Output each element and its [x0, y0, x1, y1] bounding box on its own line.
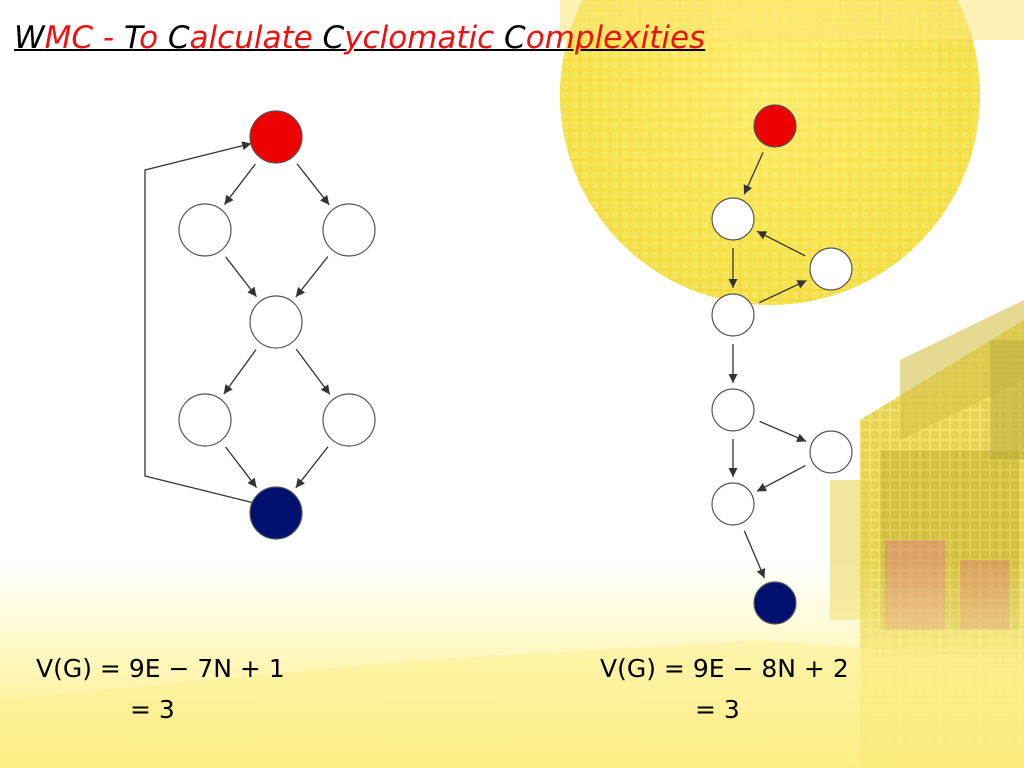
exit-node: [249, 486, 303, 540]
left-formula-line2: = 3: [130, 695, 175, 724]
title-segment: C: [504, 20, 526, 56]
graph-edge-loop: [144, 141, 253, 504]
graph-node: [322, 393, 376, 447]
graph-node: [711, 293, 755, 337]
background-ground: [0, 560, 1024, 768]
graph-node: [178, 203, 232, 257]
graph-edge: [296, 163, 330, 206]
graph-node: [809, 247, 853, 291]
title-segment: C: [322, 20, 345, 56]
graph-edge: [295, 446, 329, 489]
title-segment: yclomatic: [344, 20, 505, 56]
graph-node: [178, 393, 232, 447]
title-segment: W: [14, 20, 45, 56]
graph-edge: [756, 230, 806, 257]
title-segment: omplexities: [525, 20, 706, 56]
left-formula-line1: V(G) = 9E − 7N + 1: [36, 654, 285, 683]
title-segment: MC -: [44, 20, 124, 56]
graph-edge: [743, 530, 766, 579]
graph-edge: [223, 163, 256, 205]
title-segment: T: [123, 20, 140, 56]
graph-node: [249, 295, 303, 349]
page-title: WMC - To Calculate Cyclomatic Complexiti…: [14, 18, 705, 58]
graph-edge: [223, 349, 257, 395]
graph-edge: [295, 256, 329, 298]
exit-node: [753, 581, 797, 625]
graph-edge: [225, 446, 258, 488]
right-flow-graph: [711, 104, 853, 625]
graph-node: [809, 430, 853, 474]
graph-node: [322, 203, 376, 257]
graph-node: [711, 388, 755, 432]
graph-edge: [759, 420, 807, 442]
graph-edge: [743, 152, 764, 195]
title-segment: o: [139, 20, 168, 56]
entry-node: [753, 104, 797, 148]
title-segment: C: [167, 20, 190, 56]
title-segment: alculate: [189, 20, 323, 56]
entry-node: [249, 110, 303, 164]
graph-edge: [756, 465, 806, 492]
graph-node: [711, 482, 755, 526]
left-flow-graph: [144, 110, 376, 540]
right-formula-line2: = 3: [695, 695, 740, 724]
graph-edge: [758, 279, 807, 304]
graph-node: [711, 197, 755, 241]
graph-edge: [295, 348, 331, 395]
right-formula-line1: V(G) = 9E − 8N + 2: [600, 654, 849, 683]
graph-edge: [225, 256, 257, 298]
